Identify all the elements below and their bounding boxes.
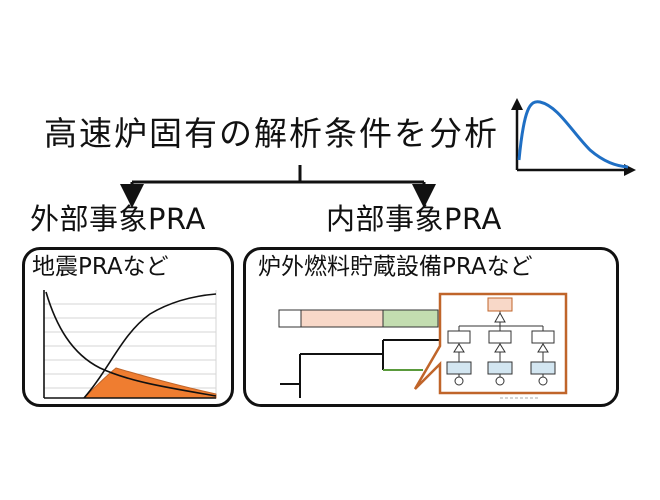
external-event-title: 外部事象PRA bbox=[30, 202, 206, 236]
main-title: 高速炉固有の解析条件を分析 bbox=[44, 114, 499, 153]
fragility-curve bbox=[83, 293, 217, 399]
basic-event-node bbox=[487, 361, 513, 375]
seismic-pra-label: 地震PRAなど bbox=[32, 254, 169, 280]
event-tree bbox=[278, 309, 540, 399]
gate-node bbox=[447, 330, 471, 344]
hazard-curve bbox=[45, 291, 217, 397]
seismic-fragility-chart bbox=[43, 290, 217, 399]
fault-tree-callout bbox=[413, 292, 568, 395]
basic-event-node bbox=[446, 361, 472, 375]
internal-event-title: 内部事象PRA bbox=[326, 202, 502, 236]
gate-node bbox=[531, 330, 555, 344]
split-connector bbox=[120, 165, 436, 208]
storage-pra-label: 炉外燃料貯蔵設備PRAなど bbox=[258, 254, 533, 280]
top-event-node bbox=[487, 297, 513, 312]
distribution-curve-icon bbox=[511, 98, 636, 176]
gate-node bbox=[488, 330, 512, 344]
basic-event-node bbox=[530, 361, 556, 375]
